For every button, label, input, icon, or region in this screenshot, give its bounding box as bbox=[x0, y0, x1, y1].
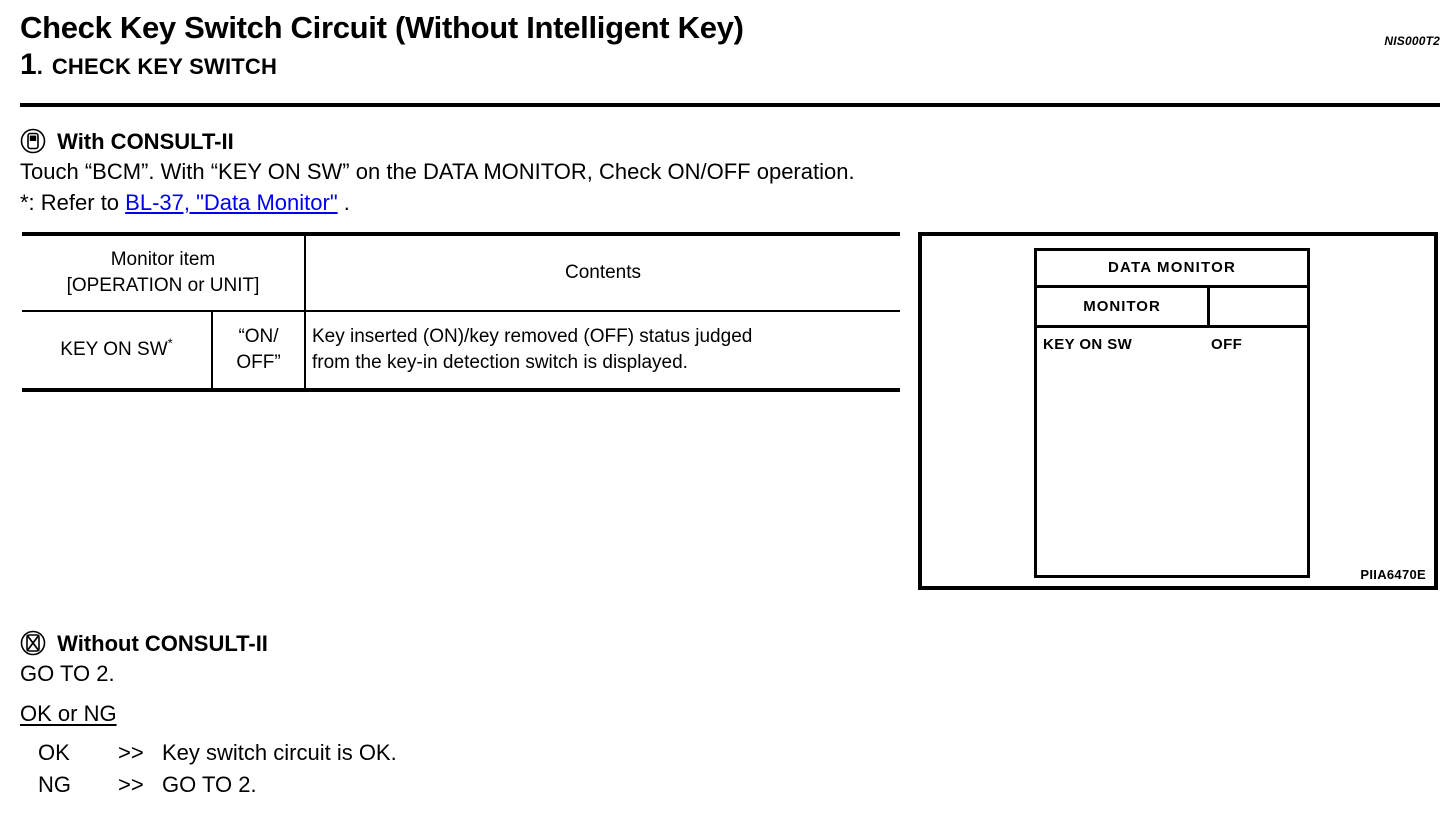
cell-contents-description: Key inserted (ON)/key removed (OFF) stat… bbox=[304, 310, 900, 392]
contents-line1: Key inserted (ON)/key removed (OFF) stat… bbox=[312, 326, 753, 347]
result-label-ok: OK bbox=[38, 740, 70, 765]
decision-label: OK or NG bbox=[20, 701, 117, 726]
result-row-ok: OK >> Key switch circuit is OK. bbox=[20, 737, 920, 769]
result-arrow-ng: >> bbox=[118, 772, 144, 797]
result-arrow-ok: >> bbox=[118, 740, 144, 765]
result-text-ok: Key switch circuit is OK. bbox=[162, 740, 397, 765]
without-consult-label: Without CONSULT-II bbox=[57, 631, 268, 656]
step-heading: 1 . CHECK KEY SWITCH bbox=[20, 49, 1440, 81]
cell-monitor-item-unit: “ON/ OFF” bbox=[211, 310, 305, 392]
with-consult-footnote: *: Refer to BL-37, "Data Monitor" . bbox=[20, 187, 1170, 218]
without-consult-heading: Without CONSULT-II bbox=[20, 630, 920, 658]
with-consult-label: With CONSULT-II bbox=[57, 129, 234, 154]
with-consult-instruction: Touch “BCM”. With “KEY ON SW” on the DAT… bbox=[20, 159, 855, 184]
footnote-prefix: *: Refer to bbox=[20, 190, 126, 215]
contents-line2: from the key-in detection switch is disp… bbox=[312, 352, 688, 373]
step-number-dot: . bbox=[36, 54, 43, 79]
step-title: CHECK KEY SWITCH bbox=[51, 54, 278, 79]
screen-title: DATA MONITOR bbox=[1037, 251, 1307, 288]
title-block: Check Key Switch Circuit (Without Intell… bbox=[20, 8, 1440, 81]
screen-data-value: OFF bbox=[1211, 336, 1243, 353]
consult-device-icon bbox=[20, 128, 46, 154]
cross-reference-link[interactable]: BL-37, "Data Monitor" bbox=[125, 190, 338, 215]
screen-subheader-row: MONITOR bbox=[1037, 288, 1307, 328]
reference-code: NIS000T2 bbox=[1384, 34, 1440, 48]
unit-line1: “ON/ bbox=[238, 326, 279, 347]
table-header-row: Monitor item [OPERATION or UNIT] Content… bbox=[22, 232, 900, 311]
with-consult-heading: With CONSULT-II bbox=[20, 128, 1170, 156]
monitor-item-table: Monitor item [OPERATION or UNIT] Content… bbox=[22, 232, 900, 392]
screen-monitor-label: MONITOR bbox=[1037, 288, 1210, 325]
figure-data-monitor: DATA MONITOR MONITOR KEY ON SW OFF PIIA6… bbox=[918, 232, 1438, 590]
figure-caption: PIIA6470E bbox=[1360, 567, 1426, 582]
title-divider bbox=[20, 103, 1440, 107]
footnote-suffix: . bbox=[337, 190, 350, 215]
cell-monitor-item-name: KEY ON SW* bbox=[22, 310, 212, 392]
header-monitor-item-line1: Monitor item bbox=[110, 249, 216, 270]
header-contents: Contents bbox=[304, 232, 900, 311]
unit-line2: OFF” bbox=[236, 352, 281, 373]
result-label-ng: NG bbox=[38, 772, 71, 797]
result-row-ng: NG >> GO TO 2. bbox=[20, 769, 920, 801]
step-number: 1 bbox=[20, 48, 37, 81]
header-monitor-item-line2: [OPERATION or UNIT] bbox=[66, 275, 260, 296]
result-list: OK >> Key switch circuit is OK. NG >> GO… bbox=[20, 737, 920, 801]
footnote-asterisk: * bbox=[167, 335, 173, 351]
screen-data-row: KEY ON SW OFF bbox=[1037, 328, 1307, 353]
consult-screen: DATA MONITOR MONITOR KEY ON SW OFF bbox=[1034, 248, 1310, 578]
consult-device-crossed-icon bbox=[20, 630, 46, 656]
monitor-item-name: KEY ON SW bbox=[60, 339, 168, 360]
with-consult-section: With CONSULT-II Touch “BCM”. With “KEY O… bbox=[20, 128, 1170, 218]
table-row: KEY ON SW* “ON/ OFF” Key inserted (ON)/k… bbox=[22, 310, 900, 392]
without-consult-section: Without CONSULT-II GO TO 2. OK or NG OK … bbox=[20, 630, 920, 801]
header-monitor-item: Monitor item [OPERATION or UNIT] bbox=[22, 232, 305, 311]
screen-data-name: KEY ON SW bbox=[1043, 336, 1133, 353]
without-consult-instruction: GO TO 2. bbox=[20, 661, 115, 686]
page-title: Check Key Switch Circuit (Without Intell… bbox=[20, 10, 744, 45]
result-text-ng: GO TO 2. bbox=[162, 772, 257, 797]
screen-monitor-value bbox=[1210, 288, 1307, 325]
screen-body: KEY ON SW OFF bbox=[1037, 328, 1307, 575]
